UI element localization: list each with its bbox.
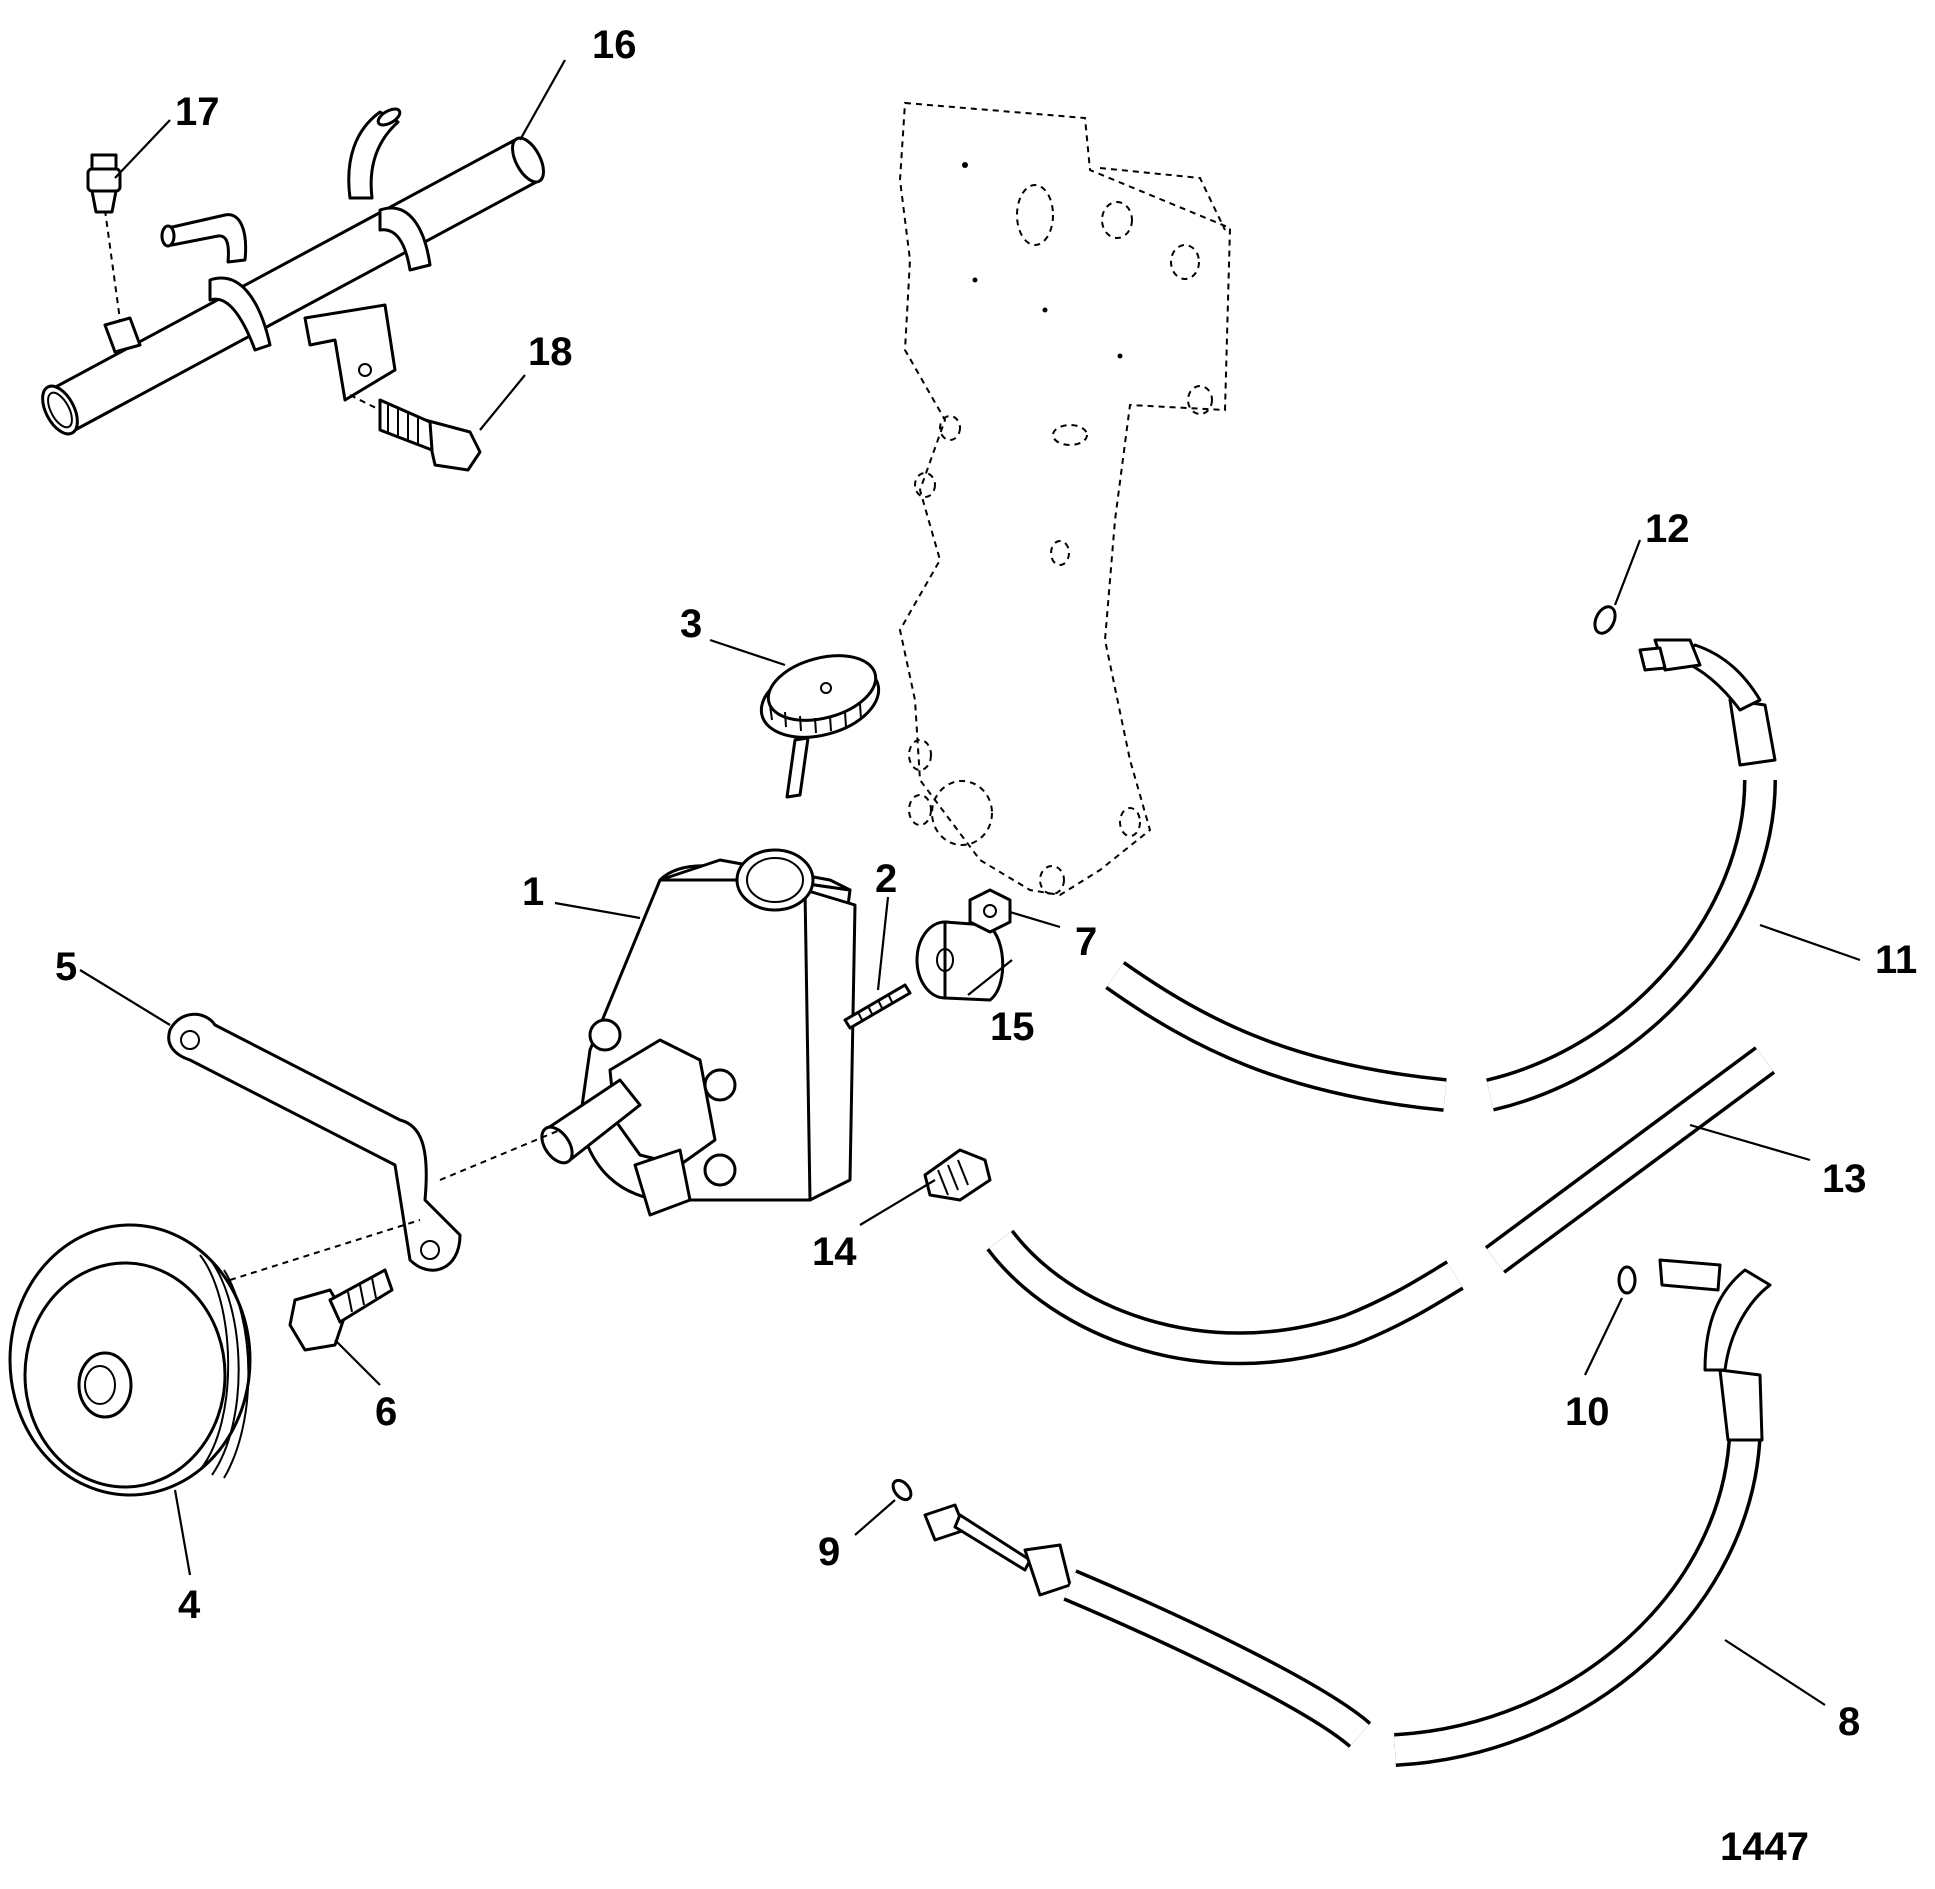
- callout-5: 5: [55, 945, 77, 989]
- callout-15: 15: [990, 1005, 1035, 1049]
- spacer: [915, 920, 1005, 1002]
- hose-fitting: [923, 1148, 992, 1202]
- callout-16: 16: [592, 23, 637, 67]
- callout-labels: 16 17 18 3 1 2 15 7 12 11 13 14 5 6 4 10…: [55, 23, 1917, 1869]
- o-ring-9: [891, 1478, 913, 1502]
- callout-3: 3: [680, 602, 702, 646]
- pressure-hose-upper: [1105, 638, 1777, 1112]
- pulley: [8, 1223, 252, 1497]
- leader-lines: [79, 59, 1861, 1706]
- power-steering-pump: [540, 848, 857, 1217]
- o-ring-10: [1617, 1265, 1637, 1295]
- callout-9: 9: [818, 1530, 840, 1574]
- callout-4: 4: [178, 1583, 201, 1627]
- callout-6: 6: [375, 1390, 397, 1434]
- callout-8: 8: [1838, 1700, 1860, 1744]
- engine-mounting-bracket-outline: [898, 101, 1232, 897]
- callout-17: 17: [175, 90, 220, 134]
- stud: [843, 983, 912, 1030]
- water-tube-assembly: [41, 107, 545, 436]
- pressure-hose-lower: [923, 1258, 1772, 1767]
- callout-1: 1: [522, 870, 544, 914]
- callout-10: 10: [1565, 1390, 1610, 1434]
- pump-brace: [167, 1012, 561, 1281]
- callout-13: 13: [1822, 1157, 1867, 1201]
- return-hose: [986, 1046, 1776, 1366]
- callout-18: 18: [528, 330, 573, 374]
- figure-number: 1447: [1720, 1825, 1809, 1869]
- bolt-18: [349, 394, 482, 472]
- o-ring-12: [1593, 605, 1617, 635]
- temperature-sender: [86, 153, 122, 214]
- bolt-6: [288, 1268, 394, 1352]
- callout-2: 2: [875, 857, 897, 901]
- callout-12: 12: [1645, 507, 1690, 551]
- callout-7: 7: [1075, 920, 1097, 964]
- nut: [968, 888, 1012, 934]
- callout-11: 11: [1875, 938, 1917, 982]
- callout-14: 14: [812, 1230, 857, 1274]
- reservoir-cap-dipstick: [759, 654, 881, 799]
